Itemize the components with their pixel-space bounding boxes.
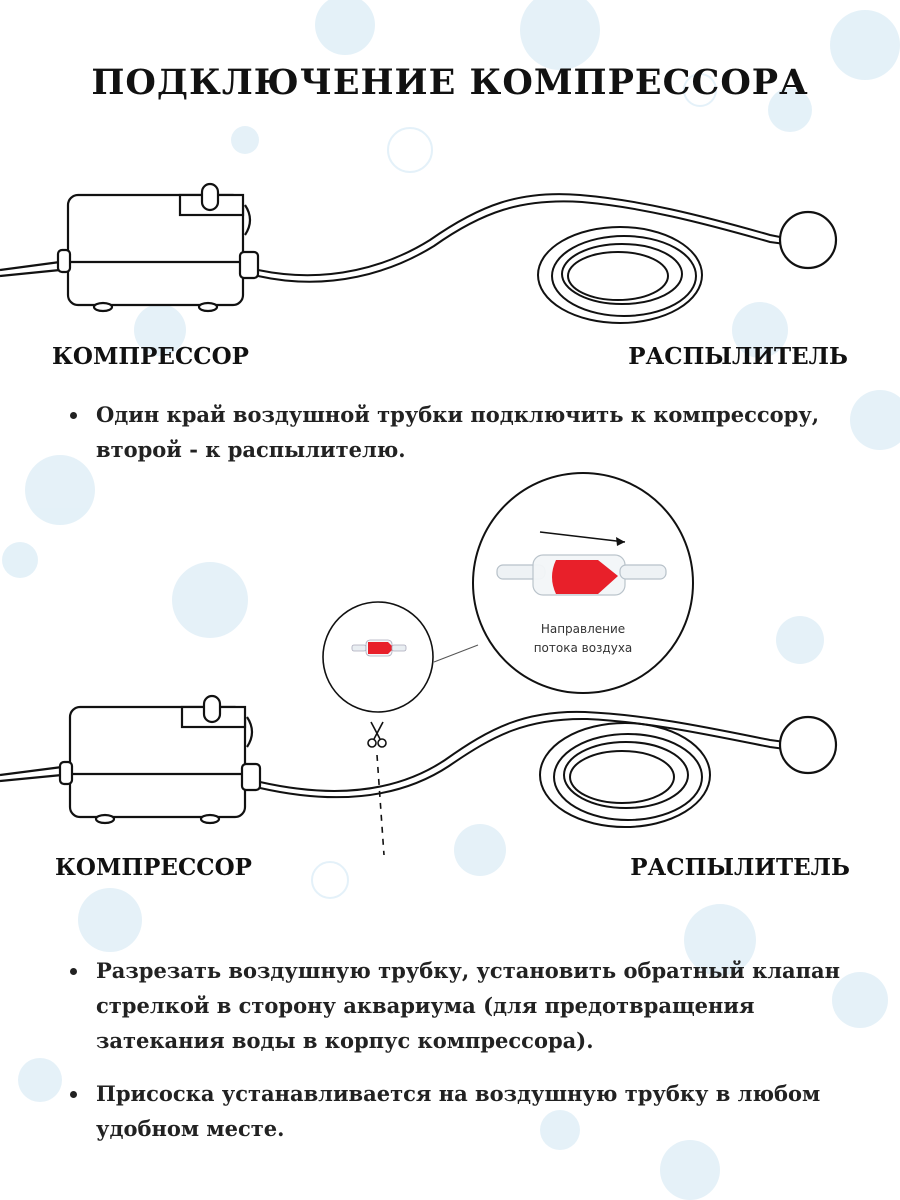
instruction-list-top: Один край воздушной трубки подключить к … [70,397,860,467]
instruction-item: Присоска устанавливается на воздушную тр… [70,1076,860,1146]
compressor-illustration-top [0,182,260,313]
sprayer-stone-top [778,210,838,270]
compressor-label-top: КОМПРЕССОР [52,343,249,370]
air-tube-bottom [259,710,786,828]
compressor-illustration-bottom [0,694,262,825]
page-title: ПОДКЛЮЧЕНИЕ КОМПРЕССОРА [91,62,809,103]
instruction-item: Разрезать воздушную трубку, установить о… [70,953,860,1058]
cut-line [376,754,385,856]
air-tube-top [257,193,786,324]
sprayer-label-top: РАСПЫЛИТЕЛЬ [628,343,848,370]
compressor-label-bottom: КОМПРЕССОР [55,854,252,881]
sprayer-label-bottom: РАСПЫЛИТЕЛЬ [630,854,850,881]
instruction-list-bottom: Разрезать воздушную трубку, установить о… [70,953,860,1146]
flow-direction-caption: Направление потока воздуха [533,622,633,655]
instruction-item: Один край воздушной трубки подключить к … [70,397,860,467]
scissors-icon [367,721,387,748]
valve-zoom-small [322,601,434,713]
sprayer-stone-bottom [778,715,838,775]
valve-zoom-large [472,472,694,694]
